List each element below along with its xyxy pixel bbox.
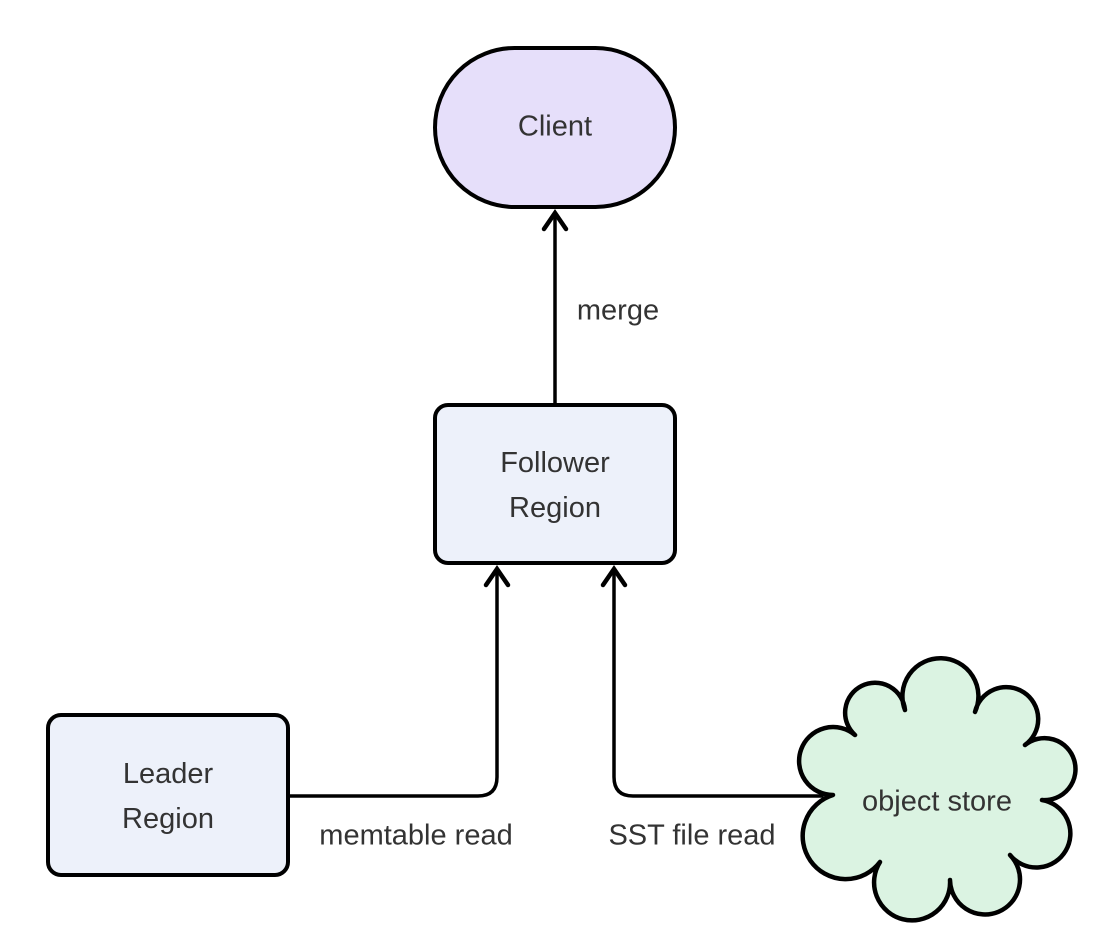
edge-group — [284, 209, 824, 798]
follower-region-node-label: Follower Region — [500, 447, 610, 524]
object-store-node-label: object store — [862, 785, 1012, 818]
object-store-cloud-shape — [796, 656, 1078, 923]
memtable-read-edge-label: memtable read — [319, 819, 513, 852]
merge-arrowhead-icon — [541, 209, 569, 232]
memtable-arrowhead-icon — [483, 565, 511, 588]
edge-sst-file-read — [612, 569, 824, 798]
edge-memtable-read — [284, 569, 499, 798]
client-node-label: Client — [517, 110, 593, 143]
client-node-shape — [433, 46, 677, 209]
merge-edge-label: merge — [576, 294, 660, 327]
sst-file-read-edge-label: SST file read — [608, 819, 776, 852]
leader-region-node-shape — [46, 713, 290, 877]
follower-region-node-shape — [433, 403, 677, 565]
leader-region-node-label: Leader Region — [122, 758, 214, 835]
sst-arrowhead-icon — [600, 565, 628, 588]
